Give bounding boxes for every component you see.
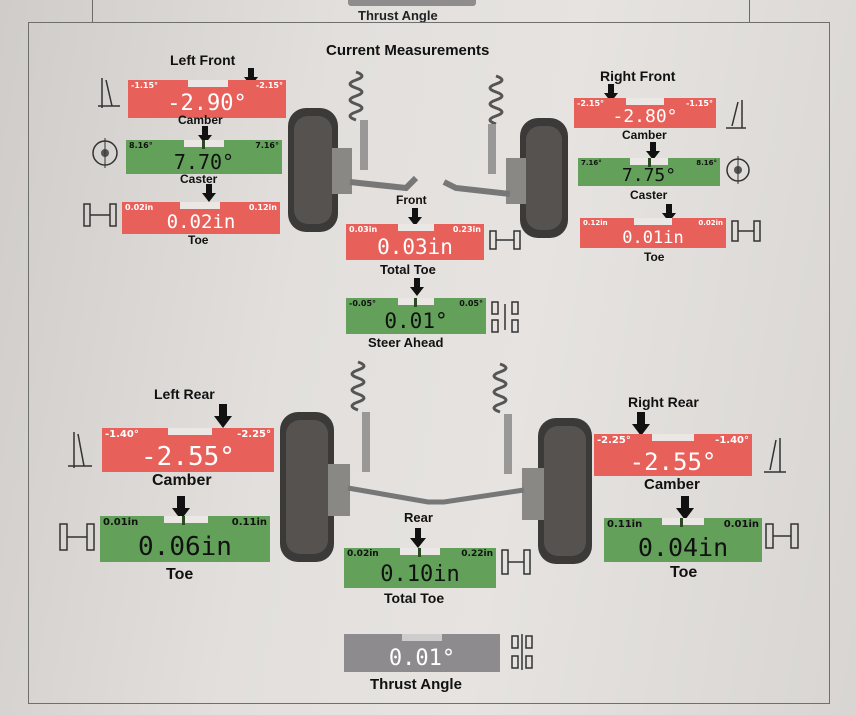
steer-ahead-label: Steer Ahead: [368, 335, 444, 350]
left-front-camber-label: Camber: [178, 113, 223, 127]
right-rear-toe-meter: 0.11in 0.01in 0.04in: [604, 518, 762, 562]
right-front-camber-label: Camber: [622, 128, 667, 142]
front-total-toe-value: 0.03in: [377, 235, 453, 259]
right-front-camber-meter: -2.15° -1.15° -2.80°: [574, 98, 716, 128]
arrow-down-icon: [410, 278, 424, 296]
rear-total-toe-value: 0.10in: [380, 562, 460, 587]
left-front-caster-value: 7.70°: [173, 150, 235, 174]
front-suspension-illustration: [288, 70, 568, 238]
steer-ahead-icon: [491, 301, 519, 333]
left-front-toe-meter: 0.02in 0.12in 0.02in: [122, 202, 280, 234]
caster-wheel-icon: [726, 156, 750, 184]
left-rear-toe-value: 0.06in: [138, 532, 232, 562]
steer-ahead-meter: -0.05° 0.05° 0.01°: [346, 298, 486, 334]
right-front-label: Right Front: [600, 68, 676, 84]
toe-axle-icon: [83, 203, 117, 227]
right-rear-toe-value: 0.04in: [637, 533, 729, 562]
left-front-camber-value: -2.90°: [167, 91, 247, 116]
left-rear-toe-meter: 0.01in 0.11in 0.06in: [100, 516, 270, 562]
right-front-toe-label: Toe: [644, 250, 665, 264]
arrow-down-icon: [662, 204, 676, 222]
camber-gauge-icon: [98, 78, 120, 108]
right-rear-camber-value: -2.55°: [629, 448, 717, 476]
arrow-down-icon: [646, 142, 660, 160]
front-total-toe-label: Total Toe: [380, 262, 436, 277]
front-section-label: Front: [396, 193, 427, 207]
arrow-down-icon: [214, 404, 232, 428]
arrow-down-icon: [632, 412, 650, 436]
arrow-down-icon: [676, 496, 694, 520]
left-rear-toe-label: Toe: [166, 566, 194, 583]
left-front-camber-meter: -1.15° -2.15° -2.90°: [128, 80, 286, 118]
thrust-angle-label: Thrust Angle: [370, 676, 462, 693]
steer-ahead-value: 0.01°: [384, 309, 448, 333]
right-front-camber-value: -2.80°: [612, 106, 678, 127]
right-front-caster-value: 7.75°: [621, 165, 677, 186]
camber-gauge-icon: [68, 432, 92, 468]
left-front-label: Left Front: [170, 52, 236, 68]
left-rear-camber-label: Camber: [152, 472, 212, 489]
thrust-angle-meter: 0.01°: [344, 634, 500, 672]
previous-thrust-meter: [348, 0, 476, 6]
left-front-caster-label: Caster: [180, 172, 218, 186]
left-front-caster-meter: 8.16° 7.16° 7.70°: [126, 140, 282, 174]
right-rear-label: Right Rear: [628, 394, 699, 410]
right-front-toe-meter: 0.12in 0.02in 0.01in: [580, 218, 726, 248]
toe-axle-icon: [765, 523, 799, 549]
arrow-down-icon: [408, 208, 422, 226]
page-title: Current Measurements: [326, 42, 490, 59]
toe-axle-icon: [59, 523, 95, 551]
thrust-angle-icon: [511, 634, 533, 670]
left-rear-label: Left Rear: [154, 386, 215, 402]
thrust-angle-value: 0.01°: [388, 646, 456, 671]
rear-section-label: Rear: [404, 510, 433, 525]
toe-axle-icon: [731, 220, 761, 242]
arrow-down-icon: [604, 84, 618, 102]
right-rear-camber-label: Camber: [644, 476, 700, 493]
arrow-down-icon: [202, 184, 216, 202]
previous-thrust-label: Thrust Angle: [358, 8, 438, 23]
measurements-frame: [28, 22, 830, 704]
left-front-toe-value: 0.02in: [166, 211, 236, 233]
toe-axle-icon: [489, 230, 521, 250]
arrow-down-icon: [198, 126, 212, 144]
caster-wheel-icon: [92, 138, 118, 168]
toe-axle-icon: [501, 549, 531, 575]
right-front-toe-value: 0.01in: [622, 228, 684, 248]
left-rear-camber-meter: -1.40° -2.25° -2.55°: [102, 428, 274, 472]
rear-total-toe-meter: 0.02in 0.22in 0.10in: [344, 548, 496, 588]
right-front-caster-label: Caster: [630, 188, 668, 202]
left-front-toe-label: Toe: [188, 233, 209, 247]
right-front-caster-meter: 7.16° 8.16° 7.75°: [578, 158, 720, 186]
front-total-toe-meter: 0.03in 0.23in 0.03in: [346, 224, 484, 260]
arrow-down-icon: [172, 496, 190, 520]
rear-total-toe-label: Total Toe: [384, 590, 445, 606]
right-rear-toe-label: Toe: [670, 564, 698, 581]
arrow-down-icon: [410, 528, 426, 548]
camber-gauge-icon: [726, 100, 746, 129]
right-rear-camber-meter: -2.25° -1.40° -2.55°: [594, 434, 752, 476]
left-rear-camber-value: -2.55°: [141, 442, 235, 472]
rear-suspension-illustration: [280, 360, 592, 564]
camber-gauge-icon: [764, 438, 786, 473]
